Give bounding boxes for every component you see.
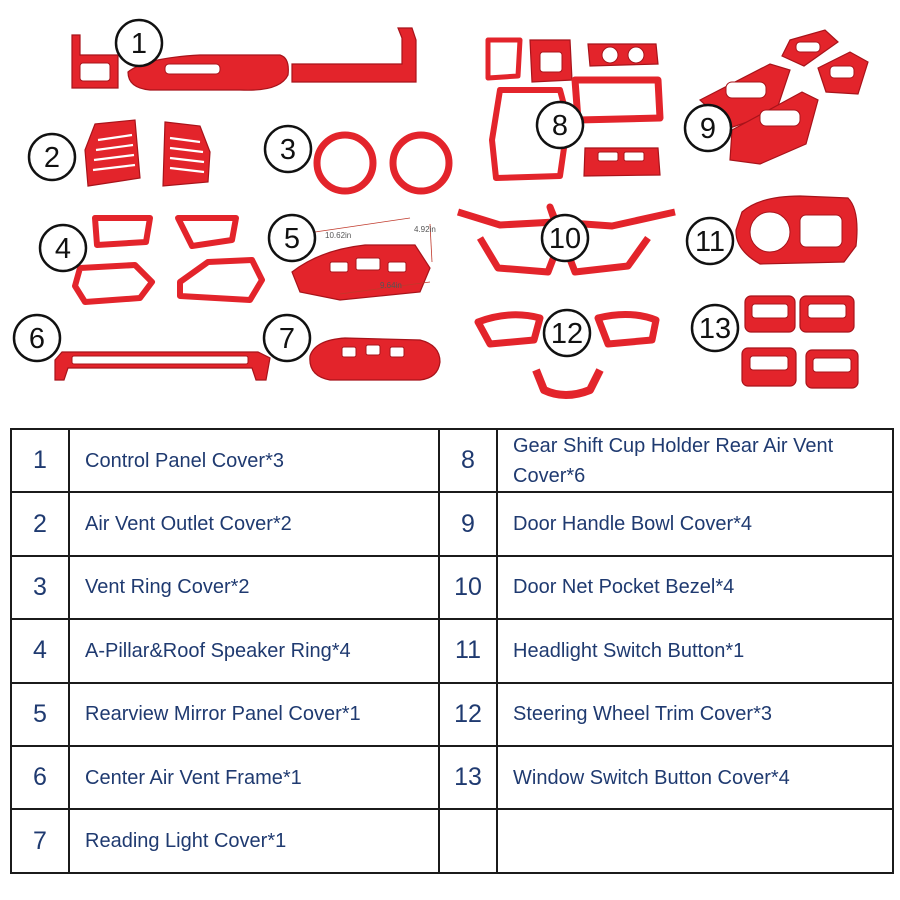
table-row: 7 Reading Light Cover*1 <box>10 808 894 874</box>
number-label-12-text: 12 <box>551 318 583 350</box>
table-row: 2 Air Vent Outlet Cover*2 9 Door Handle … <box>10 491 894 557</box>
part-2-air-vent-outlet-cover <box>84 119 211 187</box>
item-name: Steering Wheel Trim Cover*3 <box>496 681 894 747</box>
item-number: 7 <box>10 808 70 874</box>
item-name: Door Handle Bowl Cover*4 <box>496 491 894 557</box>
item-number: 11 <box>438 618 498 684</box>
part-6-center-air-vent-frame <box>54 351 271 381</box>
number-label-6: 6 <box>12 313 62 363</box>
item-number: 12 <box>438 681 498 747</box>
number-label-10-text: 10 <box>549 223 581 255</box>
item-name: Headlight Switch Button*1 <box>496 618 894 684</box>
item-number: 2 <box>10 491 70 557</box>
number-label-13: 13 <box>690 303 740 353</box>
part-12-steering-wheel-trim-cover <box>474 311 660 399</box>
number-label-11: 11 <box>685 216 735 266</box>
item-name: Vent Ring Cover*2 <box>68 554 440 621</box>
number-label-1: 1 <box>114 18 164 68</box>
number-label-2: 2 <box>27 132 77 182</box>
number-label-7: 7 <box>262 313 312 363</box>
item-name: Air Vent Outlet Cover*2 <box>68 491 440 557</box>
empty-cell <box>438 808 498 874</box>
table-row: 3 Vent Ring Cover*2 10 Door Net Pocket B… <box>10 554 894 621</box>
dim-height: 4.92in <box>414 225 436 234</box>
item-name: Door Net Pocket Bezel*4 <box>496 554 894 621</box>
parts-illustration: 10.62in 4.92in 9.64in <box>12 18 869 399</box>
empty-cell <box>496 808 894 874</box>
number-label-3-text: 3 <box>280 134 296 166</box>
number-label-13-text: 13 <box>699 313 731 345</box>
item-name: Rearview Mirror Panel Cover*1 <box>68 681 440 747</box>
number-label-2-text: 2 <box>44 142 60 174</box>
part-5-rearview-mirror-panel-cover: 10.62in 4.92in 9.64in <box>291 217 436 301</box>
number-label-11-text: 11 <box>695 226 725 258</box>
part-13-window-switch-button-cover <box>741 295 859 389</box>
number-label-8-text: 8 <box>552 110 568 142</box>
item-number: 8 <box>438 427 498 494</box>
dim-width: 10.62in <box>325 231 351 240</box>
number-label-7-text: 7 <box>279 323 295 355</box>
table-row: 5 Rearview Mirror Panel Cover*1 12 Steer… <box>10 681 894 747</box>
number-label-10: 10 <box>540 213 590 263</box>
item-number: 5 <box>10 681 70 747</box>
number-label-5-text: 5 <box>284 223 300 255</box>
number-label-4-text: 4 <box>55 233 71 265</box>
number-label-3: 3 <box>263 124 313 174</box>
part-8-gear-shift-cup-holder-cover <box>485 37 664 181</box>
number-label-4: 4 <box>38 223 88 273</box>
table-row: 1 Control Panel Cover*3 8 Gear Shift Cup… <box>10 427 894 494</box>
item-number: 4 <box>10 618 70 684</box>
item-number: 10 <box>438 554 498 621</box>
item-number: 9 <box>438 491 498 557</box>
number-label-9-text: 9 <box>700 113 716 145</box>
item-name: Reading Light Cover*1 <box>68 808 440 874</box>
number-label-9: 9 <box>683 103 733 153</box>
item-number: 6 <box>10 744 70 811</box>
item-name: A-Pillar&Roof Speaker Ring*4 <box>68 618 440 684</box>
part-3-vent-ring-cover <box>313 131 453 195</box>
part-11-headlight-switch-button <box>735 195 858 265</box>
table-row: 4 A-Pillar&Roof Speaker Ring*4 11 Headli… <box>10 618 894 684</box>
number-label-12: 12 <box>542 308 592 358</box>
item-name: Gear Shift Cup Holder Rear Air Vent Cove… <box>496 427 894 494</box>
number-label-8: 8 <box>535 100 585 150</box>
part-1-control-panel-cover <box>71 27 417 91</box>
table-row: 6 Center Air Vent Frame*1 13 Window Swit… <box>10 744 894 811</box>
number-label-5: 5 <box>267 213 317 263</box>
number-label-6-text: 6 <box>29 323 45 355</box>
item-name: Control Panel Cover*3 <box>68 427 440 494</box>
part-7-reading-light-cover <box>309 337 441 381</box>
item-name: Center Air Vent Frame*1 <box>68 744 440 811</box>
number-label-1-text: 1 <box>131 28 147 60</box>
item-number: 13 <box>438 744 498 811</box>
parts-table: 1 Control Panel Cover*3 8 Gear Shift Cup… <box>10 427 894 874</box>
dim-bottom: 9.64in <box>380 281 402 290</box>
item-name: Window Switch Button Cover*4 <box>496 744 894 811</box>
item-number: 3 <box>10 554 70 621</box>
part-4-speaker-ring <box>72 215 265 305</box>
item-number: 1 <box>10 427 70 494</box>
